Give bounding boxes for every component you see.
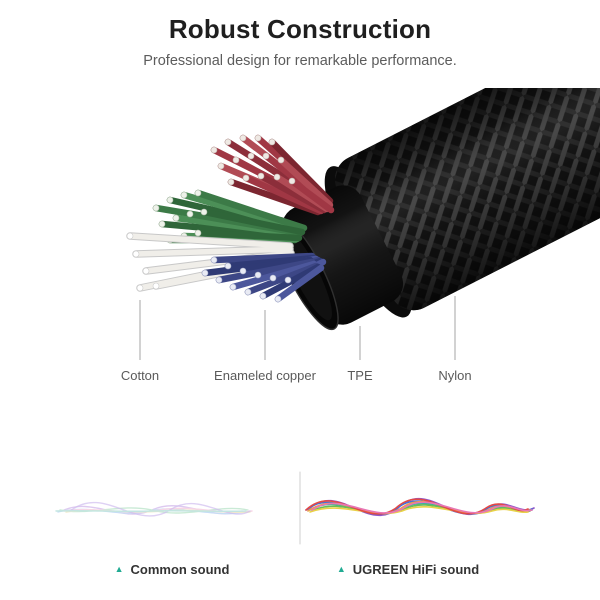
hifi-sound-waves: [305, 497, 535, 516]
triangle-marker-icon: ▲: [336, 564, 346, 574]
header: Robust Construction Professional design …: [0, 14, 600, 69]
leader-lines: [139, 296, 456, 360]
cotton-tips: [126, 232, 160, 292]
hifi-sound-label: ▲ UGREEN HiFi sound: [337, 562, 479, 577]
cable-cutaway-illustration: [126, 88, 600, 360]
braid-shading: [335, 88, 600, 311]
common-sound-label: ▲ Common sound: [115, 562, 230, 577]
triangle-marker-icon: ▲: [114, 564, 124, 574]
red-wire-bundle: [210, 134, 335, 216]
red-wire-tips: [210, 134, 296, 186]
hifi-sound-text: UGREEN HiFi sound: [352, 562, 480, 577]
part-label-enameled-copper: Enameled copper: [214, 368, 316, 383]
cable-body: [273, 88, 600, 331]
part-label-nylon: Nylon: [438, 368, 472, 383]
part-label-tpe: TPE: [347, 368, 373, 383]
page-subtitle: Professional design for remarkable perfo…: [143, 53, 457, 69]
page-title: Robust Construction: [168, 14, 432, 44]
common-sound-waves: [55, 501, 253, 517]
soundwave-comparison: [55, 471, 535, 545]
part-label-cotton: Cotton: [120, 368, 160, 383]
blue-wire-tips: [201, 256, 292, 303]
common-sound-text: Common sound: [130, 562, 230, 577]
blue-wire-bundle: [201, 252, 327, 303]
